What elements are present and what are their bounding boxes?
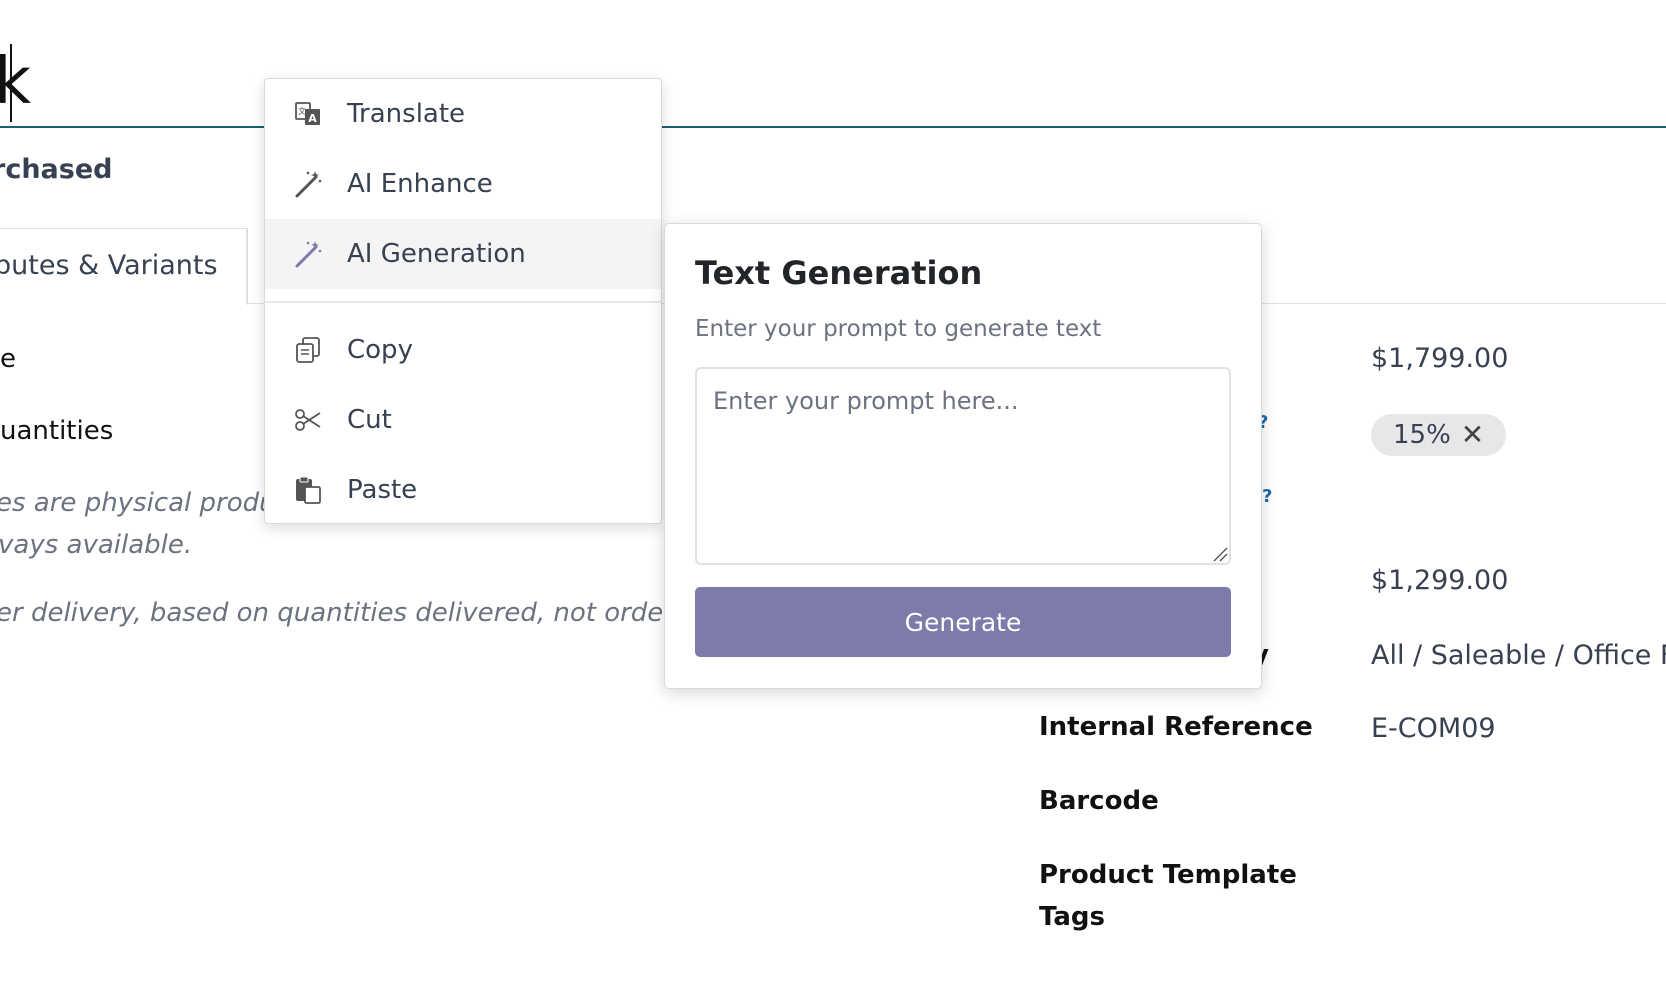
tax-tag-label: 15% bbox=[1393, 420, 1451, 450]
menu-item-translate[interactable]: A 文 Translate bbox=[265, 79, 661, 149]
popover-title: Text Generation bbox=[695, 254, 983, 292]
paste-icon bbox=[291, 473, 325, 507]
menu-separator bbox=[265, 301, 661, 303]
translate-icon: A 文 bbox=[291, 97, 325, 131]
help-tooltip-icon[interactable]: ? bbox=[1258, 412, 1269, 433]
menu-item-ai-generation[interactable]: AI Generation bbox=[265, 219, 661, 289]
product-name-field[interactable]: k bbox=[0, 45, 32, 119]
menu-item-cut[interactable]: Cut bbox=[265, 385, 661, 455]
prompt-textarea[interactable] bbox=[695, 367, 1231, 565]
magic-wand-icon bbox=[291, 167, 325, 201]
menu-item-paste[interactable]: Paste bbox=[265, 455, 661, 525]
sales-price-value[interactable]: $1,799.00 bbox=[1371, 343, 1509, 374]
magic-wand-icon bbox=[291, 237, 325, 271]
scissors-icon bbox=[291, 403, 325, 437]
product-template-tags-label-line-1: Product Template bbox=[1039, 860, 1297, 890]
tax-tag: 15% ✕ bbox=[1371, 414, 1507, 456]
svg-text:文: 文 bbox=[298, 106, 306, 116]
popover-subtitle: Enter your prompt to generate text bbox=[695, 316, 1102, 342]
text-caret bbox=[10, 44, 12, 122]
menu-item-label: Cut bbox=[347, 405, 392, 435]
menu-item-copy[interactable]: Copy bbox=[265, 315, 661, 385]
close-icon[interactable]: ✕ bbox=[1460, 418, 1485, 451]
menu-item-label: Paste bbox=[347, 475, 418, 505]
help-text-line-1: es are physical produ bbox=[0, 488, 276, 518]
resize-handle-icon[interactable] bbox=[1212, 546, 1228, 562]
internal-reference-value[interactable]: E-COM09 bbox=[1371, 713, 1496, 744]
context-menu: A 文 Translate AI Enhance bbox=[264, 78, 662, 524]
menu-item-label: Translate bbox=[347, 99, 466, 129]
text-generation-popover: Text Generation Enter your prompt to gen… bbox=[664, 223, 1262, 689]
tab-divider bbox=[246, 228, 247, 304]
left-field-label-2: uantities bbox=[0, 416, 114, 446]
help-text-line-2: vays available. bbox=[0, 530, 193, 560]
menu-item-label: Copy bbox=[347, 335, 413, 365]
tab-attributes-variants[interactable] bbox=[0, 228, 248, 305]
menu-item-label: AI Generation bbox=[347, 239, 526, 269]
menu-item-ai-enhance[interactable]: AI Enhance bbox=[265, 149, 661, 219]
help-tooltip-icon[interactable]: ? bbox=[1262, 486, 1273, 507]
help-text-line-3: er delivery, based on quantities deliver… bbox=[0, 598, 690, 628]
menu-item-label: AI Enhance bbox=[347, 169, 493, 199]
svg-text:A: A bbox=[308, 112, 317, 125]
generate-button[interactable]: Generate bbox=[695, 587, 1231, 657]
purchased-checkbox-label[interactable]: rchased bbox=[0, 154, 113, 185]
left-field-label-1: e bbox=[0, 344, 16, 374]
barcode-label: Barcode bbox=[1039, 786, 1159, 816]
product-template-tags-label-line-2: Tags bbox=[1039, 902, 1106, 932]
product-category-value[interactable]: All / Saleable / Office Fu bbox=[1371, 640, 1666, 671]
tab-attributes-variants-label[interactable]: butes & Variants bbox=[0, 250, 218, 281]
cost-value[interactable]: $1,299.00 bbox=[1371, 565, 1509, 596]
internal-reference-label: Internal Reference bbox=[1039, 712, 1313, 742]
copy-icon bbox=[291, 333, 325, 367]
product-name-underline bbox=[0, 126, 1666, 128]
cutoff-link-fragment bbox=[1040, 978, 1160, 990]
